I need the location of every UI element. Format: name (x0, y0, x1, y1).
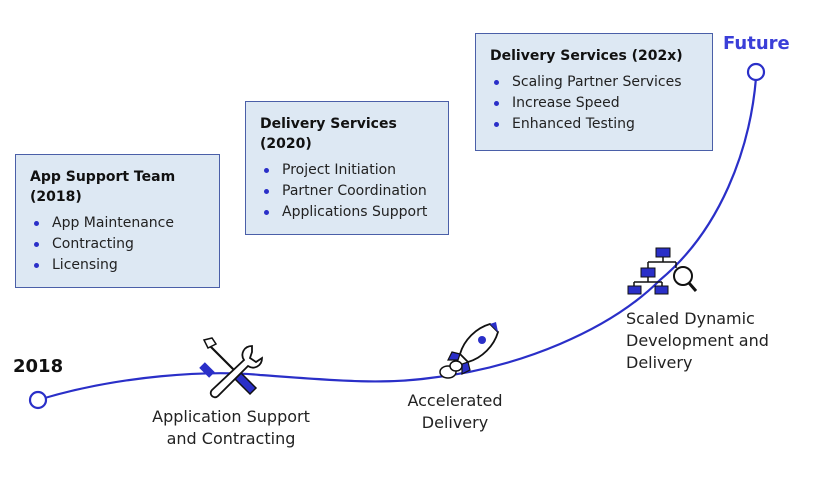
future-label: Future (723, 33, 790, 54)
card-bullet: Scaling Partner Services (490, 72, 698, 93)
card-delivery-services-2020: Delivery Services (2020) Project Initiat… (245, 101, 449, 235)
rocket-icon (439, 322, 500, 379)
card-bullet: Licensing (30, 255, 205, 276)
start-node (28, 390, 48, 410)
card-bullet: Contracting (30, 234, 205, 255)
card-title: App Support Team (2018) (30, 169, 176, 205)
card-bullet: App Maintenance (30, 213, 205, 234)
card-bullet: Applications Support (260, 202, 434, 223)
timeline-path (37, 77, 758, 402)
card-bullet: Partner Coordination (260, 181, 434, 202)
milestone-label-application-support: Application Support and Contracting (152, 407, 310, 448)
card-bullet: Project Initiation (260, 160, 434, 181)
card-title: Delivery Services (2020) (260, 116, 397, 152)
milestone-label-accelerated-delivery: Accelerated Delivery (407, 391, 503, 432)
card-title: Delivery Services (202x) (490, 48, 683, 64)
card-bullet: Increase Speed (490, 93, 698, 114)
card-delivery-services-202x: Delivery Services (202x) Scaling Partner… (475, 33, 713, 151)
org-chart-search-icon (627, 247, 698, 295)
end-node (746, 62, 766, 82)
milestone-label-scaled-dynamic: Scaled Dynamic Development and Delivery (626, 309, 769, 372)
card-bullet: Enhanced Testing (490, 114, 698, 135)
card-app-support-team: App Support Team (2018) App Maintenance … (15, 154, 220, 288)
wrench-screwdriver-icon (199, 337, 263, 399)
start-year-label: 2018 (13, 356, 64, 377)
